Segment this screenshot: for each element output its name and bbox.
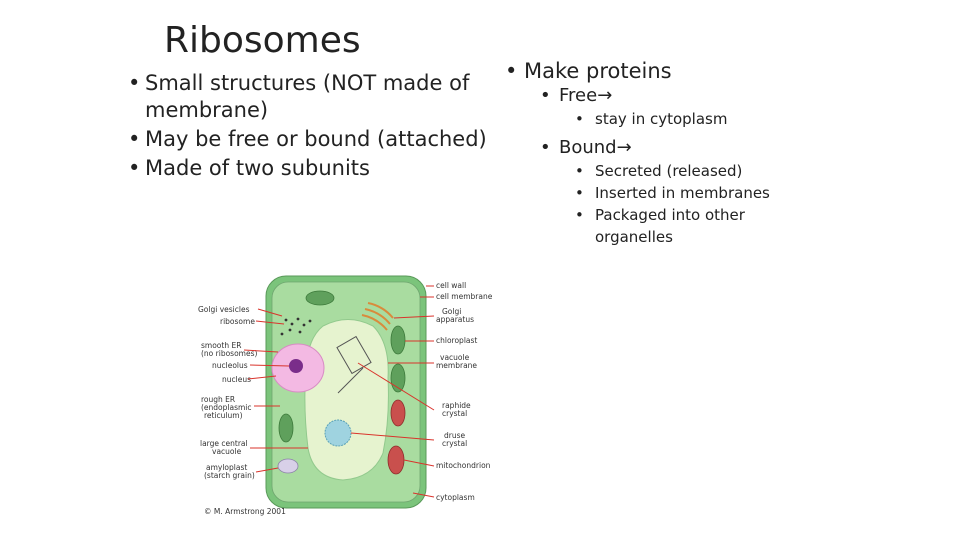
druse-crystal [324,419,352,447]
ribosomes [280,317,312,336]
slide-title: Ribosomes [164,20,361,61]
left-bullet-list: • Small structures (NOT made of membrane… [128,70,518,184]
bound-sub-text: Secreted (released) [595,162,743,180]
label-arrows [243,285,435,498]
label-large-central: large central [200,439,248,448]
label-apparatus: apparatus [436,315,474,324]
central-vacuole [304,319,389,481]
free-sub-bullet: • stay in cytoplasm [575,108,825,130]
left-bullet-text: May be free or bound (attached) [145,127,487,151]
label-druse: druse [444,431,466,440]
raphide-needle [337,367,364,394]
label-cell-membrane: cell membrane [436,292,493,301]
bound-label: Bound [559,137,617,158]
bullet-dot: • [575,162,584,180]
chloroplast [305,290,335,306]
bound-sub-text: Packaged into other organelles [595,206,745,246]
free-label: Free [559,85,598,106]
label-mitochondrion: mitochondrion [436,461,491,470]
label-cell-wall: cell wall [436,281,466,290]
nucleolus [289,359,303,373]
free-sub-text: stay in cytoplasm [595,110,728,128]
label-chloroplast: chloroplast [436,336,477,345]
right-bullet-list: • Make proteins • Free→ • stay in cytopl… [505,58,825,248]
bound-sub-bullet-1: • Secreted (released) [575,160,825,182]
label-cytoplasm: cytoplasm [436,493,475,502]
bound-sub-bullet-2: • Inserted in membranes [575,182,825,204]
bullet-dot: • [540,85,551,106]
bound-sub-bullet-3: • Packaged into other organelles [575,204,825,248]
label-rough-er: rough ER [201,395,235,404]
label-vacuole-r: vacuole [440,353,470,362]
bullet-dot: • [540,137,551,158]
chloroplast [390,325,406,355]
bullet-dot: • [575,206,584,224]
left-bullet-3: • Made of two subunits [128,155,518,182]
bound-sub-text: Inserted in membranes [595,184,770,202]
label-starch-grain: (starch grain) [204,471,255,480]
bullet-dot: • [575,184,584,202]
mitochondrion [387,445,405,475]
label-crystal-2: crystal [442,439,467,448]
make-proteins-bullet: • Make proteins [505,58,825,84]
plant-cell-diagram: Golgi vesicles ribosome smooth ER (no ri… [198,275,493,516]
bullet-dot: • [575,110,584,128]
free-bullet: • Free→ [540,84,825,108]
label-crystal: crystal [442,409,467,418]
label-endoplasmic: (endoplasmic [201,403,252,412]
left-bullet-text: Made of two subunits [145,156,370,180]
label-ribosome: ribosome [220,317,255,326]
label-nucleus: nucleus [222,375,251,384]
label-vacuole: vacuole [212,447,242,456]
arrow-right-icon: → [616,137,632,158]
label-raphide: raphide [442,401,471,410]
label-membrane: membrane [436,361,477,370]
raphide-crystal [336,335,372,375]
label-reticulum: reticulum) [204,411,243,420]
bullet-dot: • [128,71,141,95]
label-golgi-vesicles: Golgi vesicles [198,305,250,314]
bound-bullet: • Bound→ [540,136,825,160]
arrow-right-icon: → [597,85,613,106]
left-bullet-1: • Small structures (NOT made of membrane… [128,70,518,124]
bullet-dot: • [128,156,141,180]
left-bullet-text: Small structures (NOT made of membrane) [145,71,470,122]
make-proteins-text: Make proteins [524,59,672,83]
bullet-dot: • [128,127,141,151]
label-no-ribosomes: (no ribosomes) [201,349,257,358]
label-smooth-er: smooth ER [201,341,241,350]
amyloplast [277,458,299,474]
label-nucleolus: nucleolus [212,361,248,370]
chloroplast [278,413,294,443]
diagram-credit: © M. Armstrong 2001 [204,507,286,516]
left-bullet-2: • May be free or bound (attached) [128,126,518,153]
mitochondrion [390,399,406,427]
label-amyloplast: amyloplast [206,463,247,472]
label-golgi: Golgi [442,307,461,316]
bullet-dot: • [505,59,518,83]
golgi-apparatus [361,302,394,331]
